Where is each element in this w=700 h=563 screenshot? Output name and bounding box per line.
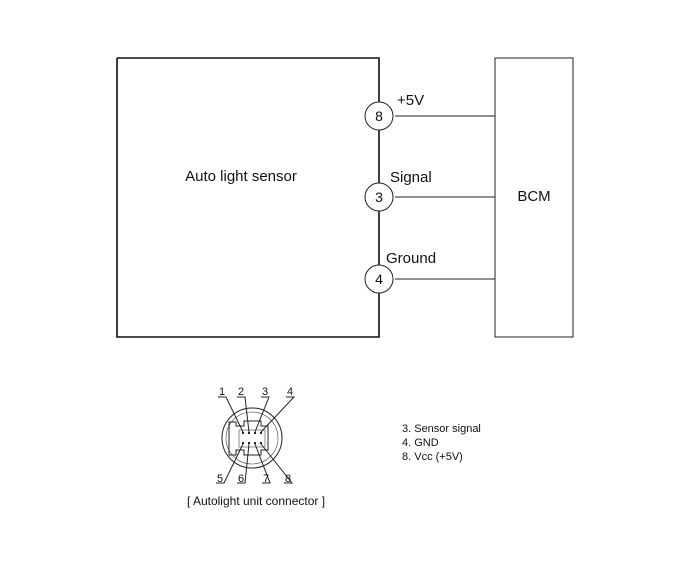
pin-4-signal-label: Ground bbox=[386, 250, 436, 267]
connector-pin-8 bbox=[260, 442, 262, 444]
bcm-label: BCM bbox=[517, 188, 550, 205]
connector-label-6: 6 bbox=[238, 473, 244, 485]
pin-3-signal-label: Signal bbox=[390, 169, 432, 186]
connector-pin-1 bbox=[242, 432, 244, 434]
connector-label-3: 3 bbox=[262, 386, 268, 398]
connector-pin-7 bbox=[254, 442, 256, 444]
connector-label-2: 2 bbox=[238, 386, 244, 398]
connector-pin-5 bbox=[242, 442, 244, 444]
connector-pin-2 bbox=[248, 432, 250, 434]
connector-key bbox=[228, 420, 269, 456]
pin-legend: 3. Sensor signal 4. GND 8. Vcc (+5V) bbox=[402, 423, 481, 463]
pin-4-connection: 4 Ground bbox=[364, 250, 495, 294]
sensor-label: Auto light sensor bbox=[185, 168, 297, 185]
connector-housing bbox=[221, 407, 283, 469]
pin-3-circle bbox=[364, 182, 394, 212]
auto-light-sensor-block: Auto light sensor bbox=[116, 57, 380, 338]
connector-label-1: 1 bbox=[219, 386, 225, 398]
pin-8-connection: 8 +5V bbox=[364, 92, 495, 131]
connector-pins bbox=[242, 432, 262, 444]
connector-caption: [ Autolight unit connector ] bbox=[187, 494, 325, 508]
pin-4-number: 4 bbox=[375, 271, 383, 287]
pin-8-circle bbox=[364, 101, 394, 131]
autolight-connector-drawing: 1 2 3 4 5 6 7 8 [ Autolight unit connect… bbox=[187, 386, 325, 508]
connector-pin-6 bbox=[248, 442, 250, 444]
legend-item-8: 8. Vcc (+5V) bbox=[402, 451, 463, 463]
pin-8-signal-label: +5V bbox=[397, 92, 424, 109]
bcm-block: BCM bbox=[494, 57, 574, 338]
connector-label-5: 5 bbox=[217, 473, 223, 485]
connector-label-8: 8 bbox=[285, 473, 291, 485]
connector-pin-4 bbox=[260, 432, 262, 434]
connector-pin-3 bbox=[254, 432, 256, 434]
pin-3-connection: 3 Signal bbox=[364, 169, 495, 212]
pin-3-number: 3 bbox=[375, 189, 383, 205]
pin-8-number: 8 bbox=[375, 108, 383, 124]
legend-item-3: 3. Sensor signal bbox=[402, 423, 481, 435]
legend-item-4: 4. GND bbox=[402, 437, 439, 449]
pin-4-circle bbox=[364, 264, 394, 294]
connector-label-4: 4 bbox=[287, 386, 293, 398]
connector-label-7: 7 bbox=[263, 473, 269, 485]
